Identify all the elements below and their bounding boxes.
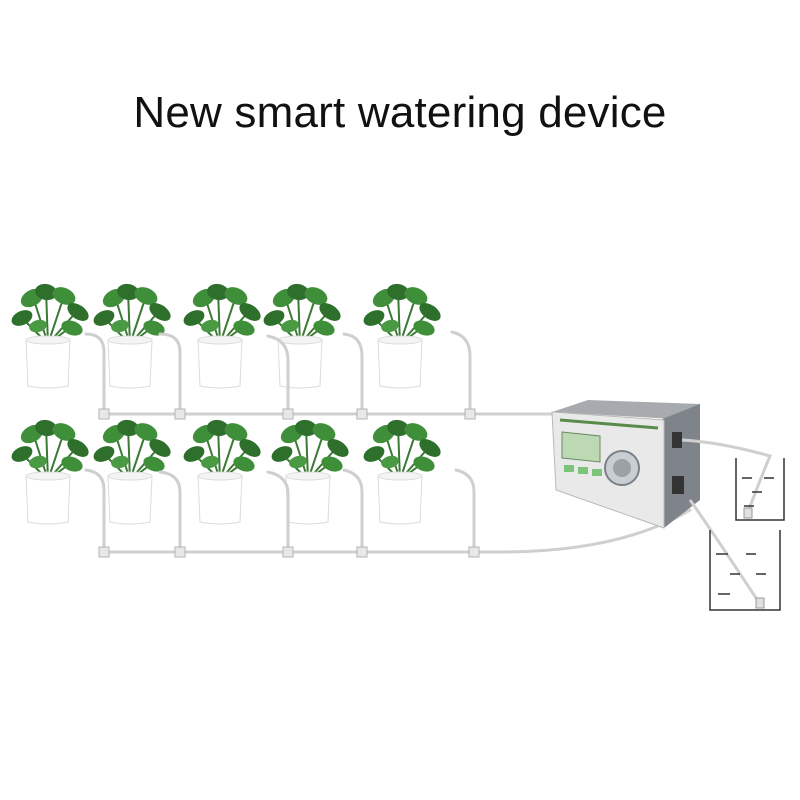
watering-controller <box>551 400 700 529</box>
headline: New smart watering device <box>133 88 667 137</box>
filter-tip-1 <box>743 507 753 519</box>
tube-to-reservoir-2 <box>688 499 762 605</box>
water-reservoir-lower <box>709 530 781 611</box>
plant-row-lower <box>8 417 445 525</box>
water-reservoir-upper <box>735 458 785 521</box>
plant-row-upper <box>8 281 445 389</box>
tee-connectors <box>98 408 480 558</box>
tube-to-reservoir-1 <box>681 438 773 513</box>
filter-tip-2 <box>755 597 765 609</box>
